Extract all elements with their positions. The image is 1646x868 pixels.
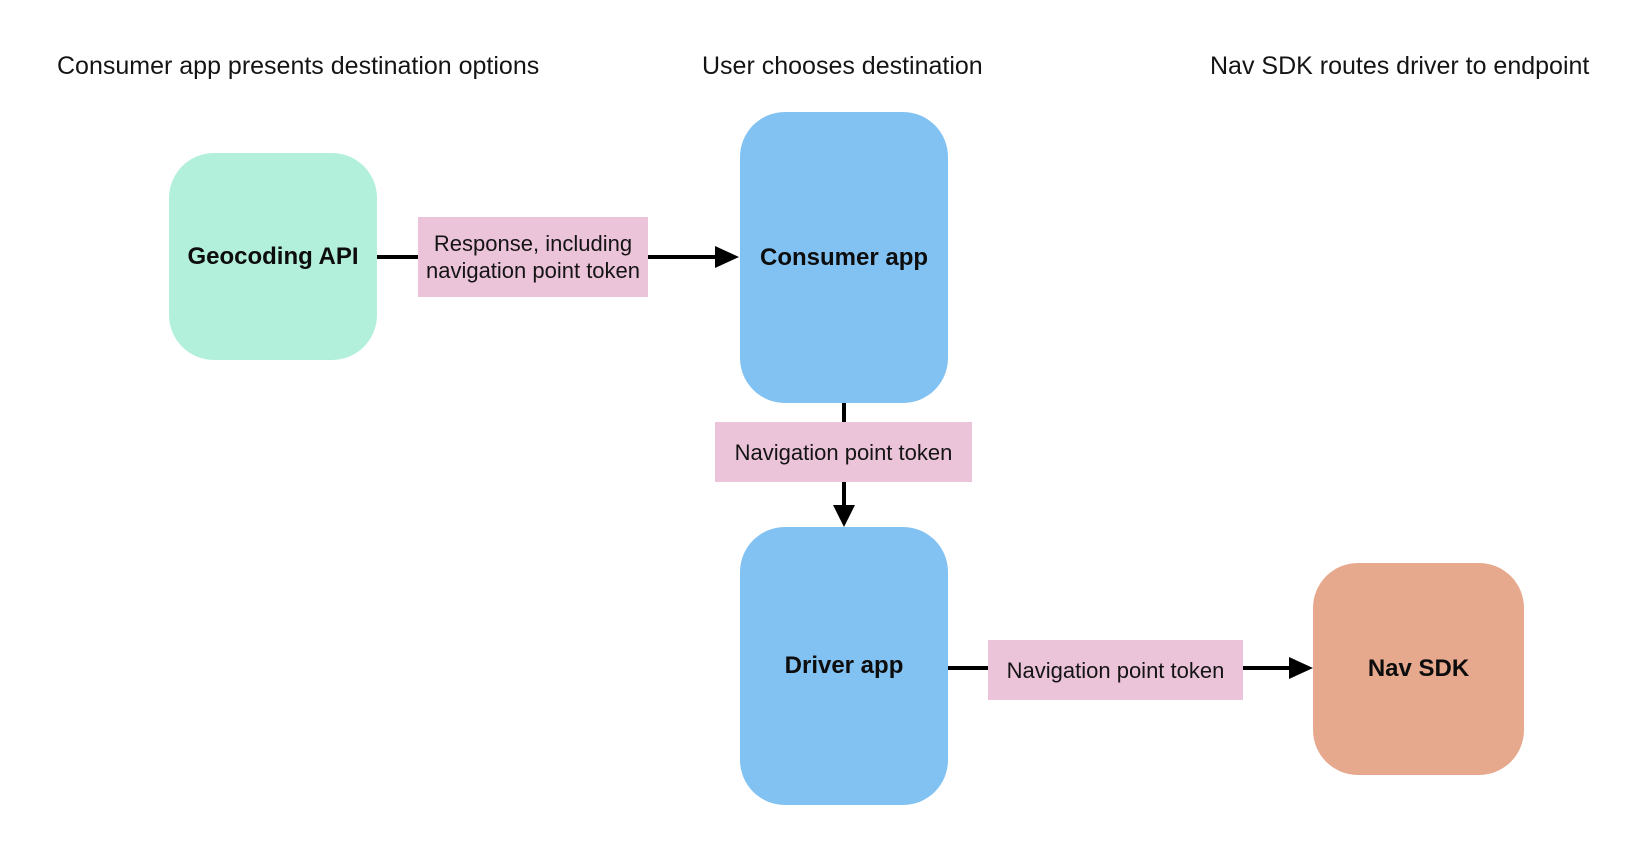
column-title-consumer-presents: Consumer app presents destination option… xyxy=(57,52,540,80)
edge-geocoding-consumer-line-start xyxy=(377,255,418,259)
right-arrowhead-icon xyxy=(715,246,739,268)
edge-driver-navsdk-line-end xyxy=(1243,666,1291,670)
node-nav-sdk: Nav SDK xyxy=(1313,563,1524,775)
column-title-nav-sdk-routes: Nav SDK routes driver to endpoint xyxy=(1210,52,1590,80)
edge-geocoding-consumer-line-end xyxy=(648,255,717,259)
column-title-user-chooses: User chooses destination xyxy=(702,52,983,80)
edge-label-response-including-token: Response, including navigation point tok… xyxy=(418,217,648,297)
edge-label-navigation-point-token-vertical: Navigation point token xyxy=(715,422,972,482)
node-consumer-app: Consumer app xyxy=(740,112,948,403)
edge-consumer-driver-line-start xyxy=(842,403,846,422)
edge-label-navigation-point-token-horizontal: Navigation point token xyxy=(988,640,1243,700)
edge-consumer-driver-line-end xyxy=(842,482,846,507)
right-arrowhead-icon xyxy=(1289,657,1313,679)
edge-driver-navsdk-line-start xyxy=(948,666,988,670)
node-geocoding-api: Geocoding API xyxy=(169,153,377,360)
node-driver-app: Driver app xyxy=(740,527,948,805)
down-arrowhead-icon xyxy=(833,505,855,527)
